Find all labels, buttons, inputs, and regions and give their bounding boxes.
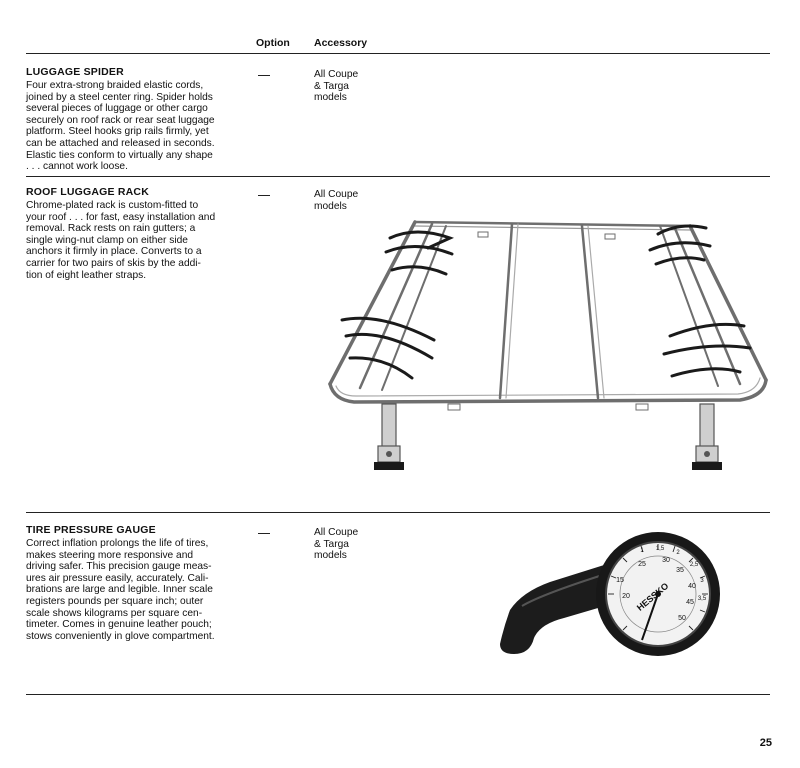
item-title: LUGGAGE SPIDER: [26, 66, 124, 78]
item-roof-luggage-rack: ROOF LUGGAGE RACK Chrome-plated rack is …: [26, 186, 770, 286]
description-line: brations are large and legible. Inner sc…: [26, 584, 213, 596]
item-title: TIRE PRESSURE GAUGE: [26, 524, 156, 536]
gauge-outer-label: 3,5: [698, 596, 707, 602]
description-line: makes steering more responsive and: [26, 549, 194, 561]
accessory-line: models: [314, 92, 347, 104]
gauge-outer-label: 1,5: [656, 546, 665, 552]
description-line: can be attached and released in seconds.: [26, 137, 215, 149]
page-number: 25: [759, 737, 772, 749]
description-line: joined by a steel center ring. Spider ho…: [26, 91, 213, 103]
option-dash: [258, 75, 270, 76]
description-line: ures air pressure easily, accurately. Ca…: [26, 572, 209, 584]
description-line: timeter. Comes in genuine leather pouch;: [26, 619, 212, 631]
accessory-line: All Coupe: [314, 69, 359, 80]
section-rule: [26, 176, 770, 177]
accessory-availability: All Coupe & Targa models: [314, 69, 358, 104]
description-line: Correct inflation prolongs the life of t…: [26, 538, 209, 549]
gauge-outer-label: 3: [700, 578, 704, 584]
item-description: Correct inflation prolongs the life of t…: [26, 538, 232, 642]
gauge-outer-label: 1: [640, 548, 644, 554]
section-rule: [26, 512, 770, 513]
description-line: tion of eight leather straps.: [26, 269, 147, 281]
gauge-outer-label: 2: [676, 550, 680, 556]
gauge-inner-label: 30: [662, 557, 670, 564]
option-dash: [258, 195, 270, 196]
description-line: several pieces of luggage or other cargo: [26, 103, 208, 115]
description-line: Chrome-plated rack is custom-fitted to: [26, 200, 199, 211]
item-luggage-spider: LUGGAGE SPIDER Four extra-strong braided…: [26, 66, 770, 174]
gauge-inner-label: 50: [678, 615, 686, 622]
gauge-inner-label: 35: [676, 567, 684, 574]
description-line: single wing-nut clamp on either side: [26, 234, 188, 246]
gauge-inner-label: 45: [686, 599, 694, 606]
description-line: carrier for two pairs of skis by the add…: [26, 257, 201, 269]
description-line: driving safer. This precision gauge meas…: [26, 561, 212, 573]
description-line: registers pounds per square inch; outer: [26, 595, 204, 607]
option-dash: [258, 533, 270, 534]
accessory-line: models: [314, 550, 347, 562]
option-column-header: Option: [256, 37, 290, 49]
tire-gauge-illustration: 15 20 25 30 35 40 45 50 1 1,5 2 2,5 3 3,…: [500, 532, 720, 656]
description-line: Four extra-strong braided elastic cords,: [26, 80, 204, 91]
accessory-line: & Targa: [314, 538, 349, 550]
description-line: scale shows kilograms per square cen-: [26, 607, 203, 619]
description-line: securely on roof rack or rear seat lugga…: [26, 114, 215, 126]
section-rule: [26, 694, 770, 695]
item-tire-pressure-gauge: TIRE PRESSURE GAUGE Correct inflation pr…: [26, 524, 770, 644]
item-description: Chrome-plated rack is custom-fitted to y…: [26, 200, 232, 281]
gauge-inner-label: 40: [688, 583, 696, 590]
item-description: Four extra-strong braided elastic cords,…: [26, 80, 232, 173]
accessory-line: & Targa: [314, 80, 349, 92]
description-line: your roof . . . for fast, easy installat…: [26, 211, 216, 223]
accessory-column-header: Accessory: [314, 37, 368, 49]
item-title: ROOF LUGGAGE RACK: [26, 186, 149, 198]
description-line: stows conveniently in glove compartment.: [26, 630, 215, 642]
accessory-line: models: [314, 200, 347, 212]
description-line: anchors it firmly in place. Converts to …: [26, 246, 202, 258]
gauge-inner-label: 20: [622, 593, 630, 600]
description-line: . . . cannot work loose.: [26, 161, 128, 173]
header-rule: [26, 53, 770, 54]
accessory-line: All Coupe: [314, 189, 359, 200]
gauge-inner-label: 25: [638, 561, 646, 568]
gauge-inner-label: 15: [616, 577, 624, 584]
accessory-line: All Coupe: [314, 527, 359, 538]
description-line: removal. Rack rests on rain gutters; a: [26, 223, 196, 235]
accessory-availability: All Coupe models: [314, 189, 358, 212]
gauge-outer-label: 2,5: [690, 562, 699, 568]
accessory-availability: All Coupe & Targa models: [314, 527, 358, 562]
description-line: Elastic ties conform to virtually any sh…: [26, 149, 213, 161]
roof-rack-illustration: [328, 220, 768, 470]
description-line: platform. Steel hooks grip rails firmly,…: [26, 126, 209, 138]
